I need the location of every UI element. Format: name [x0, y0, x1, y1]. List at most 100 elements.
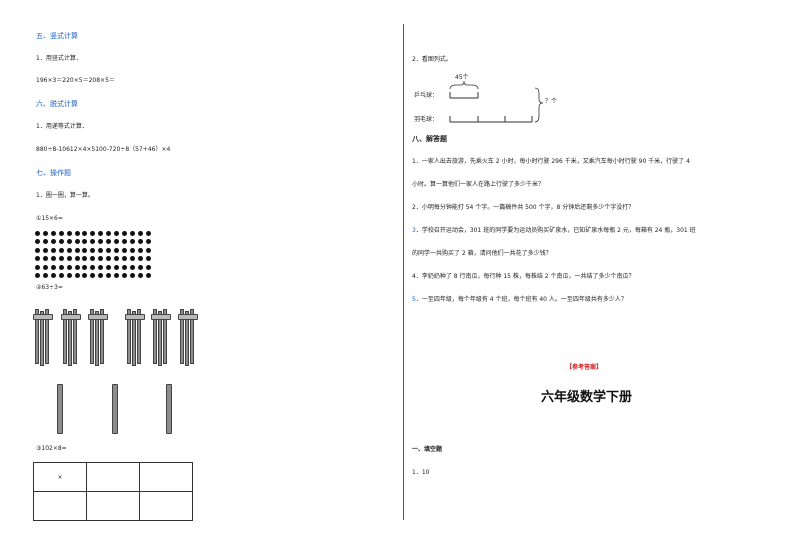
dot: [66, 273, 72, 278]
dot: [74, 239, 80, 245]
grid-cell: [86, 491, 140, 521]
dot: [98, 247, 104, 253]
dot: [66, 231, 72, 236]
problem3-text: ．学校召开运动会，301 班的同学要为运动员购买矿泉水，已知矿泉水每瓶 2 元，…: [415, 227, 696, 234]
dot: [114, 239, 119, 245]
dot: [74, 231, 80, 236]
dot: [35, 256, 40, 262]
bundle-band: [151, 314, 171, 320]
dot: [137, 247, 143, 253]
dot: [42, 239, 48, 245]
dot: [35, 247, 40, 253]
dot: [121, 247, 127, 253]
dot: [74, 273, 80, 278]
dot: [129, 231, 135, 236]
q2-label: 2．看图列式。: [412, 56, 452, 63]
answer-section1-title: 一、填空题: [412, 446, 443, 453]
item1-label: ①15×6=: [36, 215, 63, 222]
dot: [137, 256, 143, 262]
dot: [145, 264, 151, 270]
dot: [42, 231, 48, 236]
problem4: 4．李奶奶种了 8 行南瓜，每行种 15 株，每株结 2 个南瓜，一共结了多少个…: [412, 273, 635, 280]
right-brace: [534, 87, 544, 123]
dot: [66, 264, 72, 270]
dot: [50, 256, 56, 262]
dot: [121, 239, 127, 245]
diagram-top-label: 45个: [455, 74, 469, 81]
dot: [137, 273, 143, 278]
dot: [42, 273, 48, 278]
diagram-pingpong-label: 乒乓球：: [414, 92, 439, 99]
dot: [98, 273, 104, 278]
answer-tag: 【参考答案】: [566, 364, 603, 371]
bundle-stick: [68, 311, 72, 366]
dot: [58, 231, 64, 236]
dot: [66, 239, 72, 245]
dot: [121, 231, 127, 236]
dot: [58, 264, 64, 270]
single-stick: [57, 384, 63, 434]
dot: [35, 264, 40, 270]
dot: [98, 264, 104, 270]
dot: [145, 256, 151, 262]
dot: [50, 273, 56, 278]
dot: [145, 247, 151, 253]
answer-item1: 1．10: [412, 469, 430, 476]
problem1-line1: 1．一家人出去旅游，先乘火车 2 小时，每小时行驶 296 千米，又乘汽车每小时…: [412, 158, 690, 165]
problem1-line2: 小时。算一算他们一家人在路上行驶了多少千米？: [412, 181, 545, 188]
dot: [90, 273, 96, 278]
dot: [66, 247, 72, 253]
dot: [58, 239, 64, 245]
bundle-band: [33, 314, 53, 320]
dot: [98, 239, 104, 245]
dot: [42, 264, 48, 270]
bundle-stick: [180, 309, 184, 364]
bundle-stick: [95, 311, 99, 366]
grid-cell: [33, 491, 87, 521]
grid-cell: ×: [33, 462, 87, 492]
bundle-band: [88, 314, 108, 320]
dot: [66, 256, 72, 262]
dot: [114, 247, 119, 253]
bundle-stick: [40, 311, 44, 366]
grid-mark: ×: [57, 473, 63, 481]
dot: [106, 273, 112, 278]
item2-label: ②63÷3=: [36, 284, 63, 291]
dot: [129, 264, 135, 270]
section6-title: 六、脱式计算: [36, 100, 78, 108]
dot: [129, 247, 135, 253]
item3-label: ③102×8=: [36, 445, 67, 452]
dot: [137, 264, 143, 270]
grid-cell: [139, 462, 193, 492]
section5-expression: 196×3＝220×5＝208×5＝: [36, 77, 115, 84]
dot: [58, 256, 64, 262]
section7-title: 七、操作题: [36, 169, 71, 177]
bundle-stick: [127, 309, 131, 364]
problem2: 2．小明每分钟能打 54 个字。一篇稿件共 500 个字，8 分钟后还剩多少个字…: [412, 204, 635, 211]
dot: [145, 273, 151, 278]
dot: [35, 273, 40, 278]
grid-cell: [139, 491, 193, 521]
bundle-stick: [163, 309, 167, 364]
section8-title: 八、解答题: [412, 135, 447, 143]
dot: [50, 264, 56, 270]
dot: [106, 231, 112, 236]
bundle-band: [178, 314, 198, 320]
dot: [58, 273, 64, 278]
dot: [129, 273, 135, 278]
dot: [137, 231, 143, 236]
dot: [35, 239, 40, 245]
dot: [145, 239, 151, 245]
diagram-brace-label: ？个: [545, 98, 558, 105]
grid-cell: [86, 462, 140, 492]
problem5: 5．一至四年级，每个年级有 4 个班，每个班有 40 人。一至四年级共有多少人？: [412, 297, 627, 303]
dot: [129, 256, 135, 262]
dot: [121, 256, 127, 262]
section7-question: 1．圈一圈，算一算。: [36, 192, 94, 199]
dot: [82, 273, 88, 278]
dot: [106, 247, 112, 253]
bundle-band: [61, 314, 81, 320]
dot: [114, 231, 119, 236]
dot: [42, 256, 48, 262]
bundle-band: [125, 314, 145, 320]
